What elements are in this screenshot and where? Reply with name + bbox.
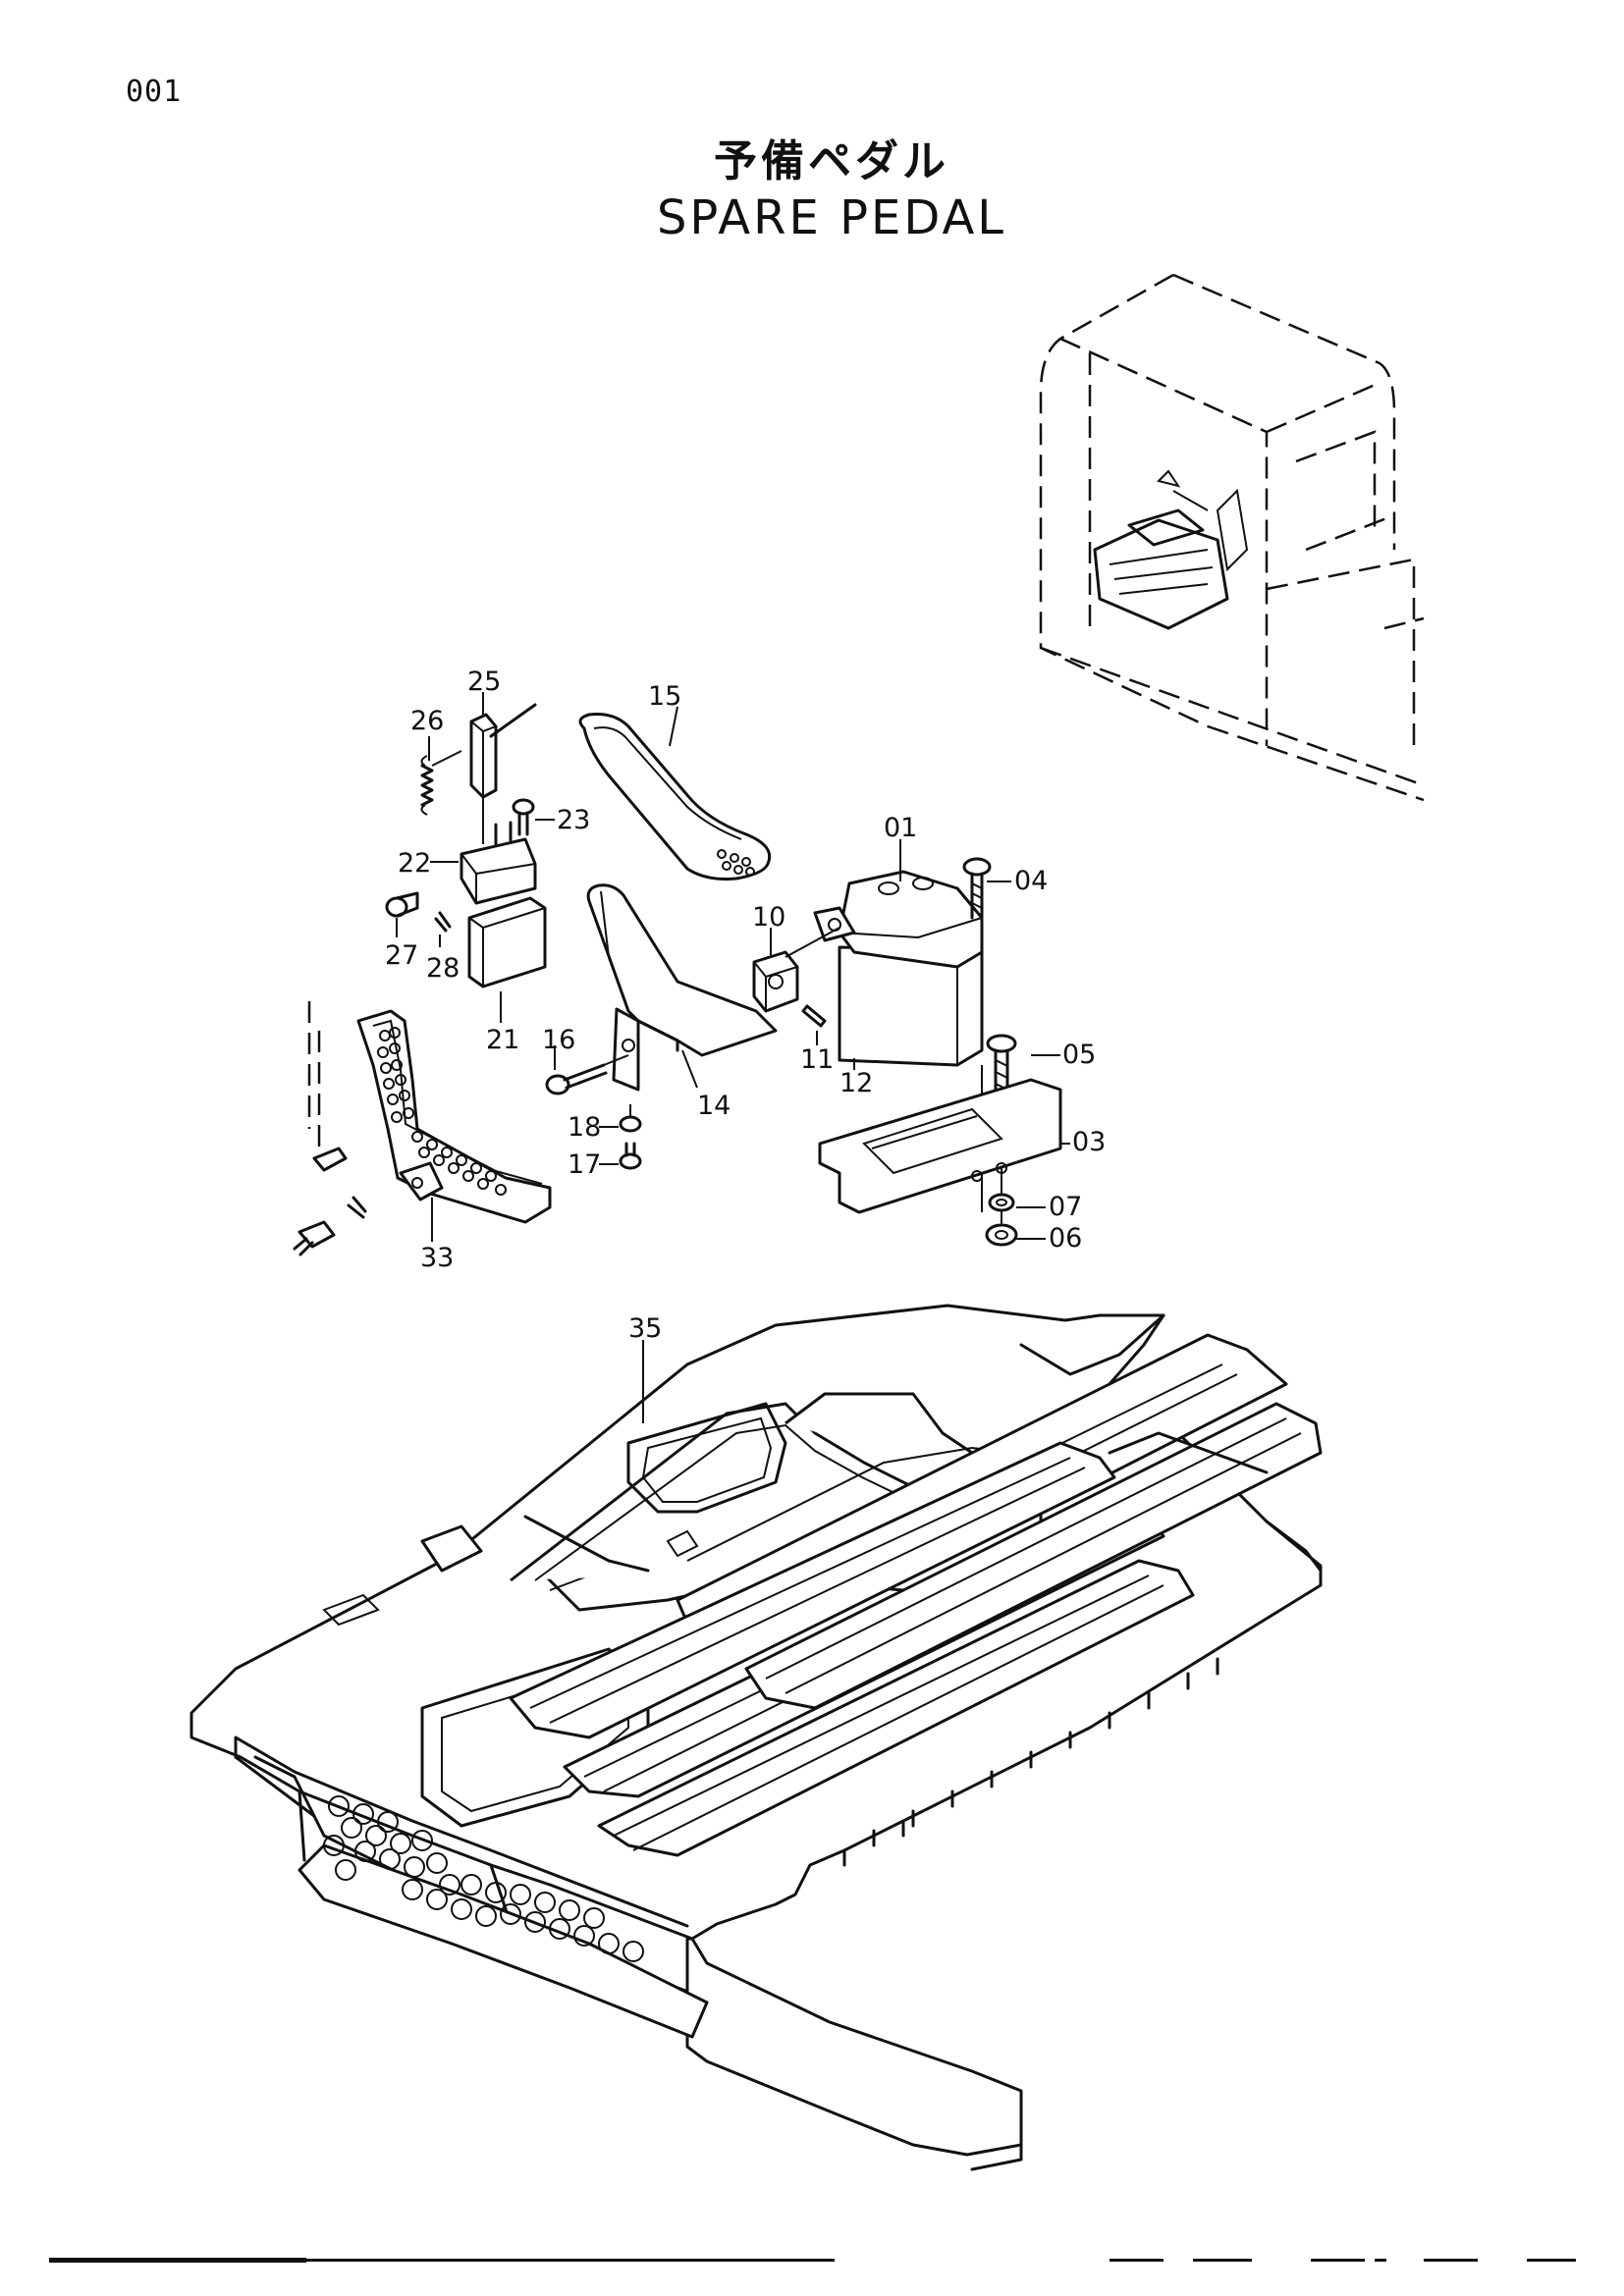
title-english: SPARE PEDAL bbox=[656, 190, 1007, 245]
callout-25: 25 bbox=[467, 667, 501, 697]
callout-15: 15 bbox=[648, 681, 681, 712]
footer-mark bbox=[1424, 2259, 1478, 2262]
callout-27: 27 bbox=[385, 940, 418, 971]
page-number: 001 bbox=[126, 75, 183, 109]
lever-25 bbox=[469, 703, 537, 844]
washer-07 bbox=[988, 1193, 1015, 1212]
callout-14: 14 bbox=[697, 1091, 731, 1121]
plate-03 bbox=[818, 1078, 1062, 1214]
callout-04: 04 bbox=[1014, 866, 1048, 896]
callout-06: 06 bbox=[1049, 1223, 1082, 1254]
callout-10: 10 bbox=[752, 902, 785, 933]
callout-35: 35 bbox=[628, 1313, 662, 1344]
floor-mat-35 bbox=[189, 1304, 1323, 2171]
callout-16: 16 bbox=[542, 1025, 575, 1055]
callout-22: 22 bbox=[398, 848, 431, 879]
bolt-16 bbox=[545, 1054, 629, 1095]
callout-01: 01 bbox=[884, 813, 917, 843]
footer-mark bbox=[1527, 2259, 1576, 2262]
spring-26 bbox=[420, 750, 462, 816]
cab-locator-view bbox=[1039, 273, 1425, 802]
footer-rule-thick bbox=[49, 2258, 306, 2263]
title-block: 予備ペダル SPARE PEDAL bbox=[0, 126, 1624, 245]
nut-18 bbox=[619, 1104, 642, 1133]
pedal-pad-15 bbox=[578, 713, 772, 881]
footer-mark bbox=[1193, 2259, 1252, 2262]
bolt-04 bbox=[962, 857, 992, 920]
callout-23: 23 bbox=[557, 805, 590, 835]
footer-mark bbox=[1375, 2259, 1386, 2262]
pedal-33-hidden-lines bbox=[307, 1001, 321, 1158]
pin-27 bbox=[385, 891, 419, 918]
bolt-17 bbox=[619, 1142, 642, 1170]
pin-and-clip-33 bbox=[293, 1147, 367, 1256]
callout-28: 28 bbox=[426, 953, 460, 984]
bracket-22 bbox=[460, 821, 537, 905]
footer-rule bbox=[49, 2259, 835, 2262]
callout-21: 21 bbox=[486, 1025, 519, 1055]
callout-12: 12 bbox=[839, 1068, 873, 1098]
valve-21 bbox=[467, 896, 547, 988]
callout-11: 11 bbox=[800, 1044, 834, 1075]
valve-unit-01 bbox=[785, 870, 984, 1067]
pedal-33 bbox=[356, 1009, 552, 1224]
callout-26: 26 bbox=[410, 706, 444, 736]
callout-18: 18 bbox=[568, 1112, 601, 1143]
callout-17: 17 bbox=[568, 1149, 601, 1180]
nut-06 bbox=[985, 1223, 1018, 1247]
footer-mark bbox=[1110, 2259, 1164, 2262]
callout-07: 07 bbox=[1049, 1192, 1082, 1222]
bracket-14 bbox=[586, 883, 778, 1092]
footer-mark bbox=[1311, 2259, 1365, 2262]
callout-leaders bbox=[396, 692, 1070, 1423]
block-10 bbox=[752, 950, 799, 1013]
callout-03: 03 bbox=[1072, 1127, 1106, 1157]
clip-28 bbox=[434, 911, 452, 933]
callout-05: 05 bbox=[1062, 1040, 1096, 1070]
pin-11 bbox=[801, 1004, 827, 1028]
bolt-23 bbox=[512, 798, 535, 836]
part-callouts: 01 03 04 05 06 07 10 11 12 14 15 16 17 1… bbox=[385, 667, 1106, 1344]
callout-33: 33 bbox=[420, 1243, 454, 1273]
title-japanese: 予備ペダル bbox=[714, 136, 949, 187]
